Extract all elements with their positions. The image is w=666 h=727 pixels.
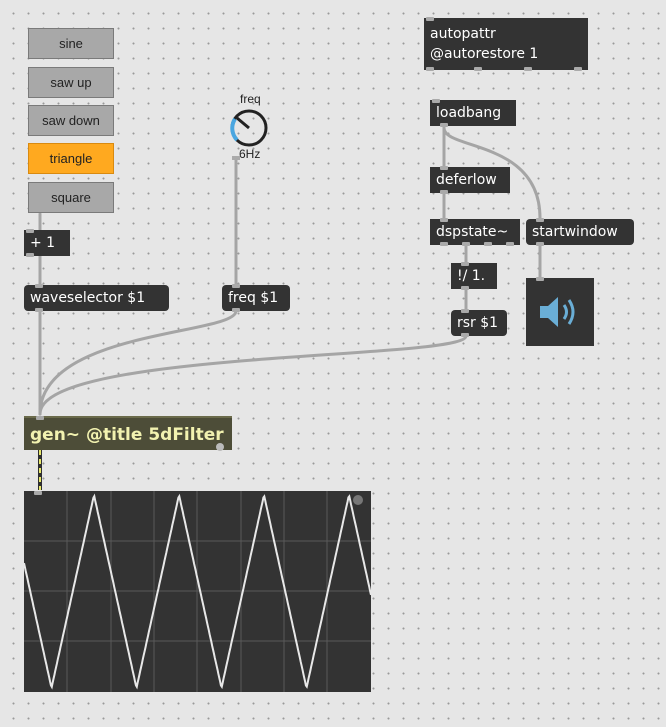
startwindow-label: startwindow [532,224,618,240]
freq-message-label: freq $1 [228,290,279,306]
waveselector-message[interactable]: waveselector $1 [24,284,169,312]
waveform-option-sine[interactable]: sine [28,28,114,59]
waveform-option-saw-down[interactable]: saw down [28,105,114,136]
dspstate-object[interactable]: dspstate~ [430,218,520,246]
freq-message[interactable]: freq $1 [222,284,290,312]
plus-one-label: + 1 [30,235,56,251]
oscilloscope-display[interactable] [23,491,372,692]
dial-outlet [232,156,240,160]
dial-label: freq [240,92,261,106]
waveform-option-square[interactable]: square [28,182,114,213]
speaker-icon [540,297,575,327]
scope-trace [23,493,372,690]
loadbang-object[interactable]: loadbang [430,99,516,127]
dial-value: 6Hz [239,147,261,161]
cord-rsr-gen [38,334,468,416]
autopattr-object[interactable]: autopattr @autorestore 1 [424,17,588,71]
deferlow-object[interactable]: deferlow [430,166,510,194]
reciprocal-object[interactable]: !/ 1. [451,262,497,290]
autopattr-line2: @autorestore 1 [430,46,539,62]
waveform-option-saw-up[interactable]: saw up [28,67,114,98]
loadbang-label: loadbang [436,105,502,121]
freq-dial[interactable] [224,106,274,152]
rsr-message[interactable]: rsr $1 [451,309,507,337]
waveselector-label: waveselector $1 [30,290,146,306]
startwindow-message[interactable]: startwindow [526,218,634,246]
gen-object[interactable]: gen~ @title 5dFilter [24,416,232,451]
rsr-label: rsr $1 [457,315,499,331]
scope-waveform [23,491,372,692]
dspstate-label: dspstate~ [436,224,509,240]
gen-label: gen~ @title 5dFilter [30,425,224,445]
autopattr-line1: autopattr [430,26,496,42]
plus-one-object[interactable]: + 1 [24,229,70,257]
reciprocal-label: !/ 1. [457,268,486,284]
deferlow-label: deferlow [436,172,497,188]
waveform-option-triangle[interactable]: triangle [28,143,114,174]
cord-freq-gen [38,309,238,416]
audio-toggle-ezdac[interactable] [526,277,594,346]
